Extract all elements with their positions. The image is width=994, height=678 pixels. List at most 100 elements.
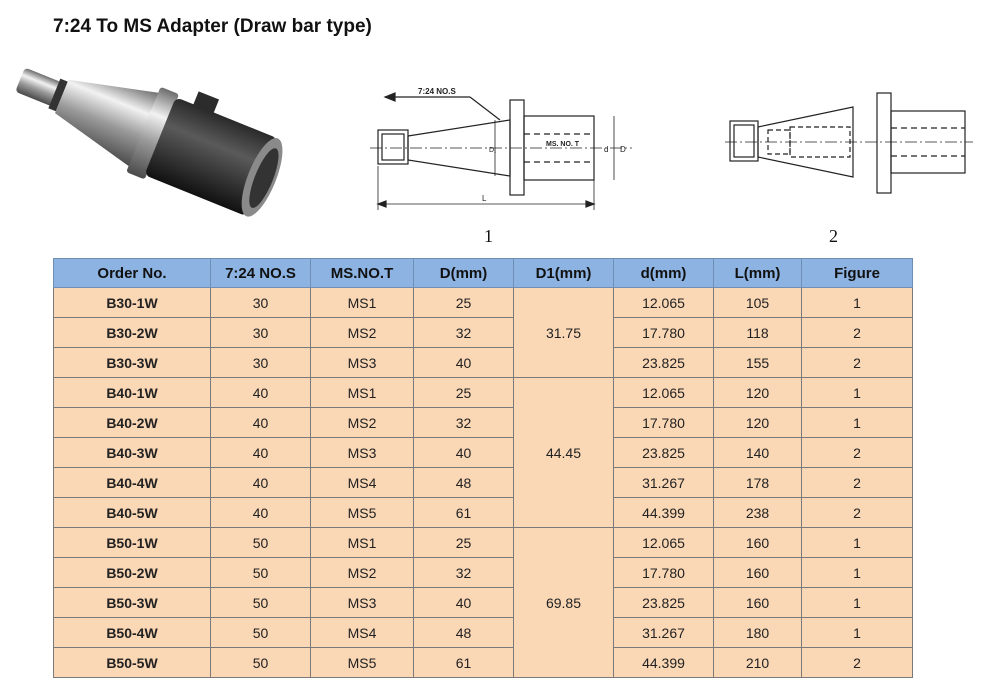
technical-drawing-2 xyxy=(725,92,973,194)
taper-cell: 40 xyxy=(210,437,311,468)
taper-cell: 50 xyxy=(210,557,311,588)
header-L: L(mm) xyxy=(713,258,802,288)
L-cell: 120 xyxy=(713,377,802,408)
table-row: B50-3W 50 MS3 40 23.825 160 1 xyxy=(53,587,913,618)
figure-cell: 2 xyxy=(801,317,913,348)
ms-cell: MS3 xyxy=(310,347,414,378)
d-cell: 23.825 xyxy=(613,437,714,468)
d-label: d xyxy=(604,145,608,154)
order-no-cell: B50-5W xyxy=(53,647,211,678)
L-cell: 160 xyxy=(713,557,802,588)
D1-cell: 31.75 xyxy=(513,287,614,378)
L-cell: 238 xyxy=(713,497,802,528)
header-ms-no: MS.NO.T xyxy=(310,258,414,288)
order-no-cell: B40-4W xyxy=(53,467,211,498)
table-row: B30-1W 30 MS1 25 31.75 12.065 105 1 xyxy=(53,287,913,378)
d-cell: 44.399 xyxy=(613,497,714,528)
figure-cell: 2 xyxy=(801,497,913,528)
order-no-cell: B40-3W xyxy=(53,437,211,468)
order-no-cell: B30-2W xyxy=(53,317,211,348)
header-figure: Figure xyxy=(801,258,913,288)
figure-cell: 2 xyxy=(801,437,913,468)
taper-cell: 40 xyxy=(210,377,311,408)
D-cell: 48 xyxy=(413,467,514,498)
D-cell: 25 xyxy=(413,527,514,558)
taper-cell: 30 xyxy=(210,347,311,378)
order-no-cell: B30-1W xyxy=(53,287,211,318)
figure-2-label: 2 xyxy=(829,226,838,246)
d-cell: 31.267 xyxy=(613,467,714,498)
page-title: 7:24 To MS Adapter (Draw bar type) xyxy=(53,16,372,37)
figure-cell: 1 xyxy=(801,527,913,558)
taper-cell: 50 xyxy=(210,647,311,678)
L-cell: 160 xyxy=(713,587,802,618)
D-cell: 40 xyxy=(413,437,514,468)
header-d: d(mm) xyxy=(613,258,714,288)
L-cell: 160 xyxy=(713,527,802,558)
d-cell: 17.780 xyxy=(613,557,714,588)
ms-cell: MS1 xyxy=(310,287,414,318)
order-no-cell: B50-2W xyxy=(53,557,211,588)
D-cell: 40 xyxy=(413,587,514,618)
d-cell: 12.065 xyxy=(613,527,714,558)
table-row: B40-3W 40 MS3 40 23.825 140 2 xyxy=(53,437,913,468)
D-cell: 40 xyxy=(413,347,514,378)
ms-cell: MS1 xyxy=(310,527,414,558)
L-cell: 118 xyxy=(713,317,802,348)
L-cell: 105 xyxy=(713,287,802,318)
table-row: B50-5W 50 MS5 61 44.399 210 2 xyxy=(53,647,913,678)
ms-cell: MS1 xyxy=(310,377,414,408)
D-cell: 48 xyxy=(413,617,514,648)
ms-cell: MS2 xyxy=(310,557,414,588)
D1-cell: 69.85 xyxy=(513,527,614,678)
d-cell: 17.780 xyxy=(613,407,714,438)
table-row: B30-3W 30 MS3 40 23.825 155 2 xyxy=(53,347,913,378)
ms-label: MS. NO. T xyxy=(546,141,580,148)
ms-cell: MS2 xyxy=(310,317,414,348)
order-no-cell: B30-3W xyxy=(53,347,211,378)
header-taper-no: 7:24 NO.S xyxy=(210,258,311,288)
taper-cell: 30 xyxy=(210,287,311,318)
spec-table: Order No. 7:24 NO.S MS.NO.T D(mm) D1(mm)… xyxy=(53,258,913,678)
taper-cell: 50 xyxy=(210,617,311,648)
D-cell: 32 xyxy=(413,407,514,438)
order-no-cell: B40-5W xyxy=(53,497,211,528)
table-row: B40-1W 40 MS1 25 44.45 12.065 120 1 xyxy=(53,377,913,528)
ms-cell: MS3 xyxy=(310,437,414,468)
table-row: B30-2W 30 MS2 32 17.780 118 2 xyxy=(53,317,913,348)
order-no-cell: B50-4W xyxy=(53,617,211,648)
taper-label: 7:24 NO.S xyxy=(418,87,456,96)
taper-cell: 40 xyxy=(210,407,311,438)
d-cell: 23.825 xyxy=(613,587,714,618)
d-cell: 17.780 xyxy=(613,317,714,348)
taper-cell: 30 xyxy=(210,317,311,348)
order-no-cell: B50-3W xyxy=(53,587,211,618)
D-cell: 25 xyxy=(413,287,514,318)
figure-cell: 1 xyxy=(801,587,913,618)
d-cell: 44.399 xyxy=(613,647,714,678)
figure-cell: 2 xyxy=(801,647,913,678)
technical-drawing-1: 7:24 NO.S MS. NO. T D₁ d D L xyxy=(370,87,632,210)
ms-cell: MS5 xyxy=(310,497,414,528)
ms-cell: MS4 xyxy=(310,467,414,498)
figure-cell: 2 xyxy=(801,347,913,378)
ms-cell: MS2 xyxy=(310,407,414,438)
big-d-label: D xyxy=(620,145,626,154)
L-cell: 180 xyxy=(713,617,802,648)
length-label: L xyxy=(482,194,487,203)
ms-cell: MS4 xyxy=(310,617,414,648)
adapter-photo xyxy=(16,68,283,217)
D-cell: 25 xyxy=(413,377,514,408)
D1-cell: 44.45 xyxy=(513,377,614,528)
L-cell: 210 xyxy=(713,647,802,678)
L-cell: 140 xyxy=(713,437,802,468)
taper-cell: 50 xyxy=(210,587,311,618)
D-cell: 61 xyxy=(413,647,514,678)
order-no-cell: B50-1W xyxy=(53,527,211,558)
taper-cell: 40 xyxy=(210,467,311,498)
taper-cell: 50 xyxy=(210,527,311,558)
D-cell: 61 xyxy=(413,497,514,528)
figure-cell: 1 xyxy=(801,407,913,438)
header-D: D(mm) xyxy=(413,258,514,288)
d-cell: 12.065 xyxy=(613,377,714,408)
